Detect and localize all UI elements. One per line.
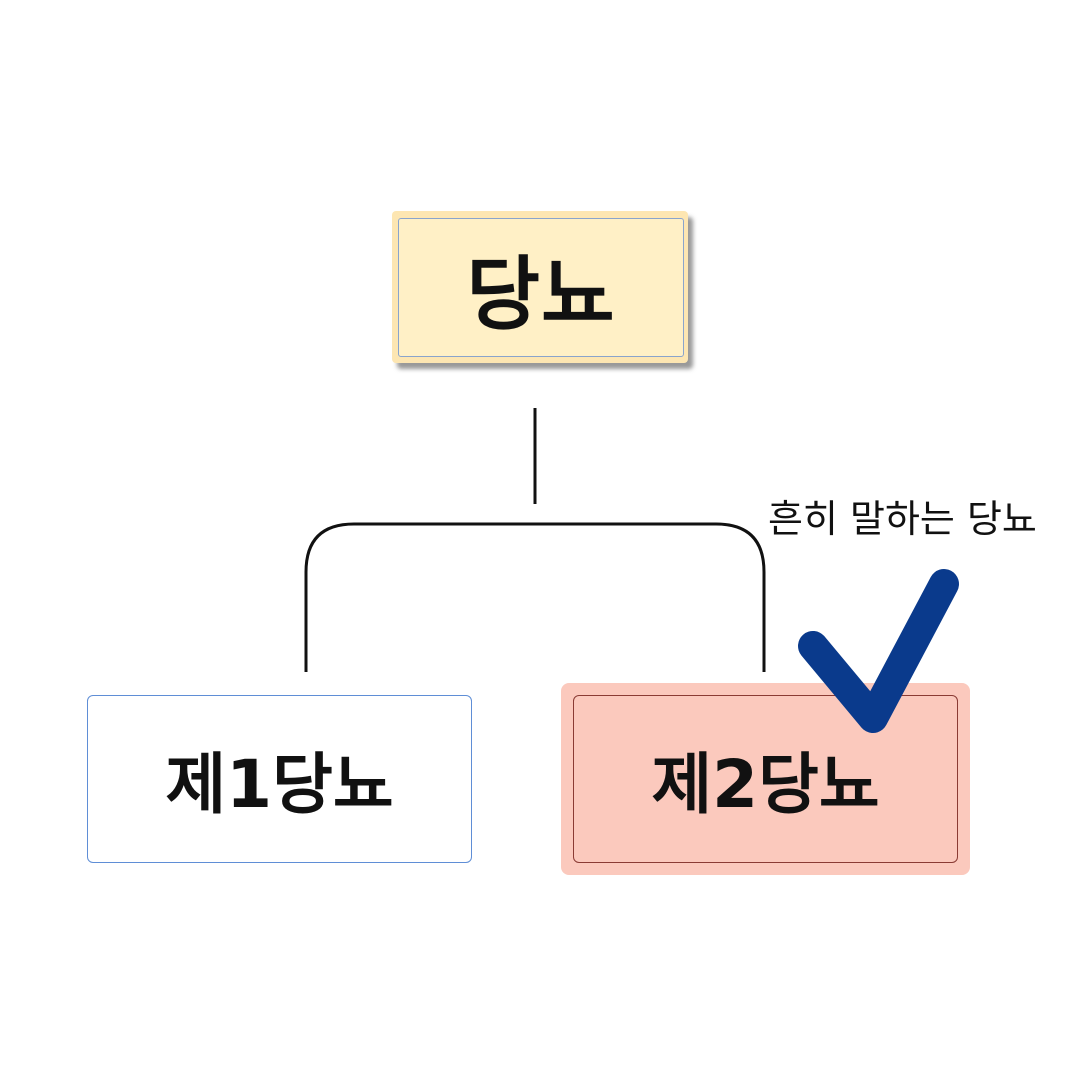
annotation-label: 흔히 말하는 당뇨 (768, 497, 1037, 541)
root-node-label: 당뇨 (466, 247, 616, 341)
child-node-type1: 제1당뇨 (87, 695, 472, 863)
child-node-type2-label: 제2당뇨 (651, 746, 880, 823)
root-node: 당뇨 (398, 218, 684, 357)
branch-bracket-line (304, 522, 766, 672)
child-node-type1-label: 제1당뇨 (165, 746, 394, 823)
child-node-type2: 제2당뇨 (573, 695, 958, 863)
